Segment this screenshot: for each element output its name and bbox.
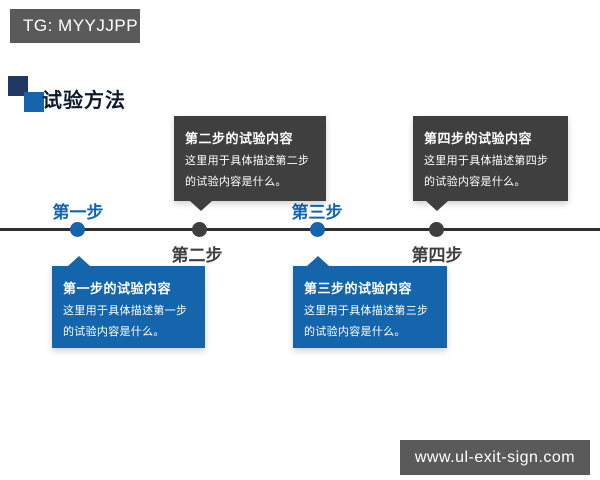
step4-callout-title: 第四步的试验内容	[424, 131, 533, 146]
step2-callout-body: 这里用于具体描述第二步的试验内容是什么。	[185, 155, 310, 188]
step4-callout-body: 这里用于具体描述第四步的试验内容是什么。	[424, 155, 549, 188]
step4-callout: 第四步的试验内容 这里用于具体描述第四步的试验内容是什么。	[413, 116, 568, 211]
title-decoration-square-navy	[8, 76, 28, 96]
step3-callout: 第三步的试验内容 这里用于具体描述第三步的试验内容是什么。	[293, 256, 447, 348]
step2-callout-pointer-icon	[190, 201, 212, 211]
step3-callout-body: 这里用于具体描述第三步的试验内容是什么。	[304, 305, 429, 338]
step4-callout-pointer-icon	[426, 201, 448, 211]
step2-label: 第二步	[171, 246, 223, 265]
step1-callout-body: 这里用于具体描述第一步的试验内容是什么。	[63, 305, 188, 338]
footer-url-text: www.ul-exit-sign.com	[414, 448, 576, 466]
timeline-dot-step3	[310, 222, 325, 237]
section-title: 试验方法	[42, 90, 126, 112]
header-watermark-text: TG: MYYJJPP	[23, 16, 139, 35]
timeline-dot-step2	[192, 222, 207, 237]
header-watermark-badge: TG: MYYJJPP	[10, 9, 140, 43]
step2-callout-title: 第二步的试验内容	[185, 131, 294, 146]
step3-callout-title: 第三步的试验内容	[304, 281, 413, 296]
step4-label: 第四步	[411, 246, 463, 265]
timeline-dot-step1	[70, 222, 85, 237]
step1-callout-title: 第一步的试验内容	[63, 281, 172, 296]
title-decoration-square-blue	[24, 92, 44, 112]
step1-label: 第一步	[52, 203, 104, 222]
timeline-dot-step4	[429, 222, 444, 237]
step1-callout-pointer-icon	[68, 256, 90, 266]
footer-url-badge: www.ul-exit-sign.com	[400, 440, 590, 475]
step1-callout: 第一步的试验内容 这里用于具体描述第一步的试验内容是什么。	[52, 256, 205, 348]
step3-label: 第三步	[291, 203, 343, 222]
timeline-axis	[0, 228, 600, 231]
step3-callout-pointer-icon	[307, 256, 329, 266]
step2-callout: 第二步的试验内容 这里用于具体描述第二步的试验内容是什么。	[174, 116, 326, 211]
